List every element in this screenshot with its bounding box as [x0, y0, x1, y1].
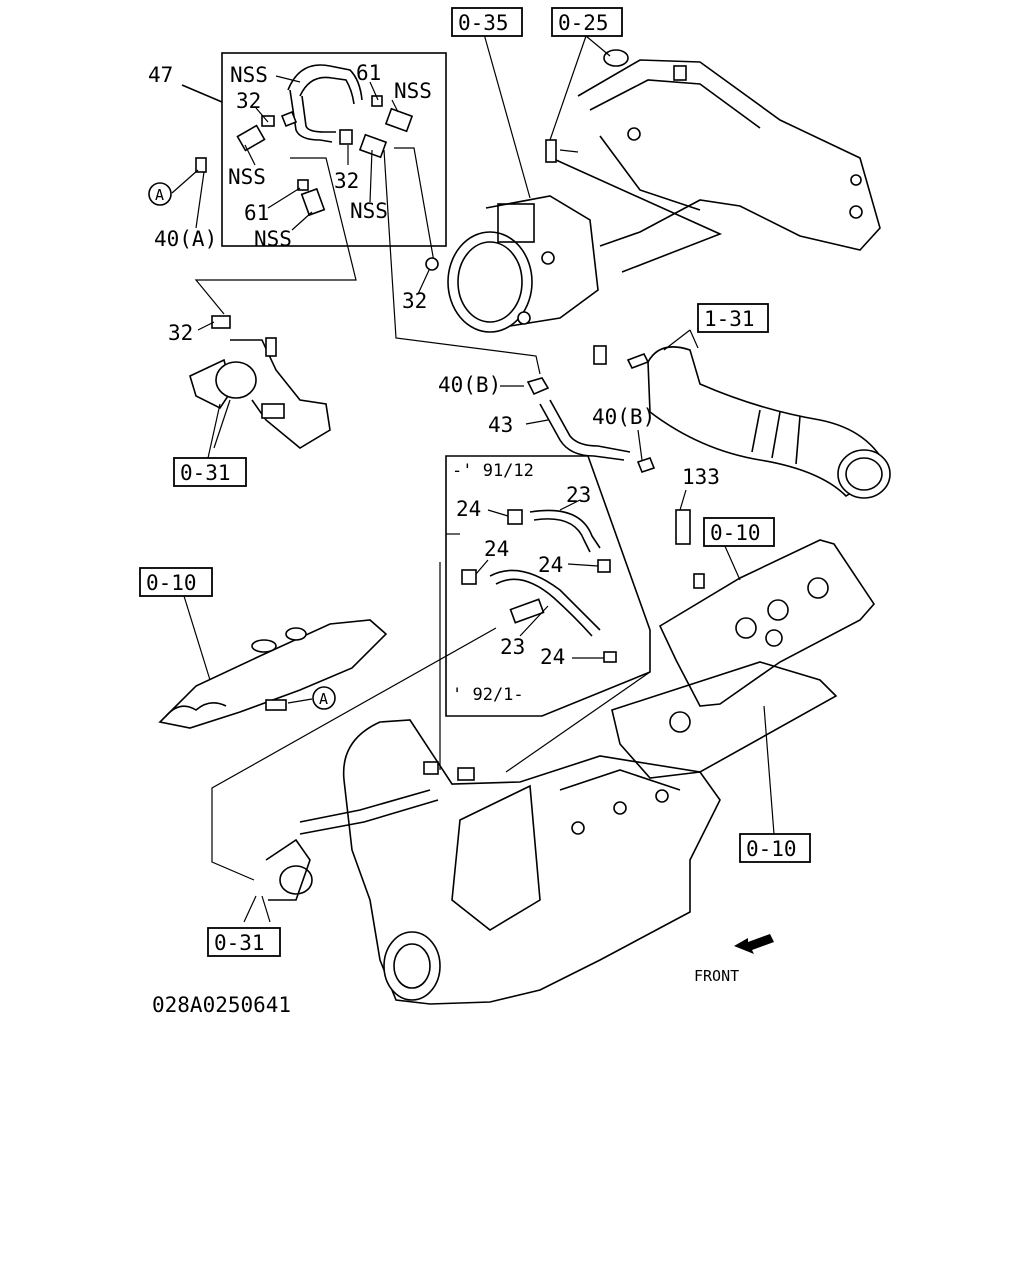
svg-text:0-35: 0-35: [458, 11, 509, 35]
label-32-a: 32: [236, 89, 261, 113]
front-label: FRONT: [694, 967, 739, 985]
ref-0-31-bottom: 0-31: [207, 927, 281, 957]
label-32-d: 32: [168, 321, 193, 345]
svg-text:0-10: 0-10: [746, 837, 797, 861]
date-from: ' 92/1-: [452, 685, 524, 705]
routing-lines: [211, 399, 651, 923]
label-32-b: 32: [334, 169, 359, 193]
ref-0-31-top: 0-31: [173, 457, 247, 487]
svg-text:0-10: 0-10: [710, 521, 761, 545]
diagram-code: 028A0250641: [152, 993, 291, 1017]
right-cam-cover: [611, 539, 876, 835]
label-61-a: 61: [356, 61, 381, 85]
marker-a-mid-text: A: [319, 690, 328, 708]
air-duct: [593, 329, 891, 499]
water-outlet-top: [189, 315, 331, 459]
label-24-a: 24: [456, 497, 481, 521]
pcv-valve-133: [675, 489, 705, 589]
label-nss-d: NSS: [350, 199, 388, 223]
intake-manifold: [545, 35, 881, 273]
label-nss-e: NSS: [254, 227, 292, 251]
label-24-d: 24: [540, 645, 565, 669]
ref-0-35: 0-35: [451, 7, 523, 37]
label-nss-b: NSS: [394, 79, 432, 103]
ref-0-10-right: 0-10: [703, 517, 775, 547]
ref-1-31: 1-31: [697, 303, 769, 333]
svg-text:1-31: 1-31: [704, 307, 755, 331]
label-23-b: 23: [500, 635, 525, 659]
date-upto: -' 91/12: [452, 461, 534, 481]
engine-block: [265, 719, 721, 1005]
box-leaders: [171, 75, 541, 375]
ref-0-10-bottom: 0-10: [739, 833, 811, 863]
ref-0-10-left: 0-10: [139, 567, 213, 597]
ref-0-25: 0-25: [551, 7, 623, 37]
label-nss-a: NSS: [230, 63, 268, 87]
breather-pipe: [280, 64, 363, 143]
label-24-c: 24: [538, 553, 563, 577]
label-23-a: 23: [566, 483, 591, 507]
label-40b-a: 40(B): [438, 373, 501, 397]
group-47-box: [181, 52, 447, 247]
svg-text:0-31: 0-31: [180, 461, 231, 485]
throttle-body: [425, 33, 599, 333]
hose-43: [500, 377, 656, 473]
svg-text:0-31: 0-31: [214, 931, 265, 955]
label-133: 133: [682, 465, 720, 489]
label-32-c: 32: [402, 289, 427, 313]
box-hoses: [195, 95, 414, 217]
label-nss-c: NSS: [228, 165, 266, 189]
svg-text:0-10: 0-10: [146, 571, 197, 595]
label-24-b: 24: [484, 537, 509, 561]
marker-a-left-text: A: [155, 186, 164, 204]
left-cam-cover: [158, 595, 388, 729]
label-61-b: 61: [244, 201, 269, 225]
label-40a: 40(A): [154, 227, 217, 251]
label-40b-b: 40(B): [592, 405, 655, 429]
date-range-box: [445, 455, 651, 717]
marker-a-mid: A: [312, 686, 336, 710]
label-43: 43: [488, 413, 513, 437]
label-47: 47: [148, 63, 173, 87]
svg-text:0-25: 0-25: [558, 11, 609, 35]
marker-a-left: A: [148, 182, 172, 206]
front-arrow-icon: [734, 934, 774, 954]
